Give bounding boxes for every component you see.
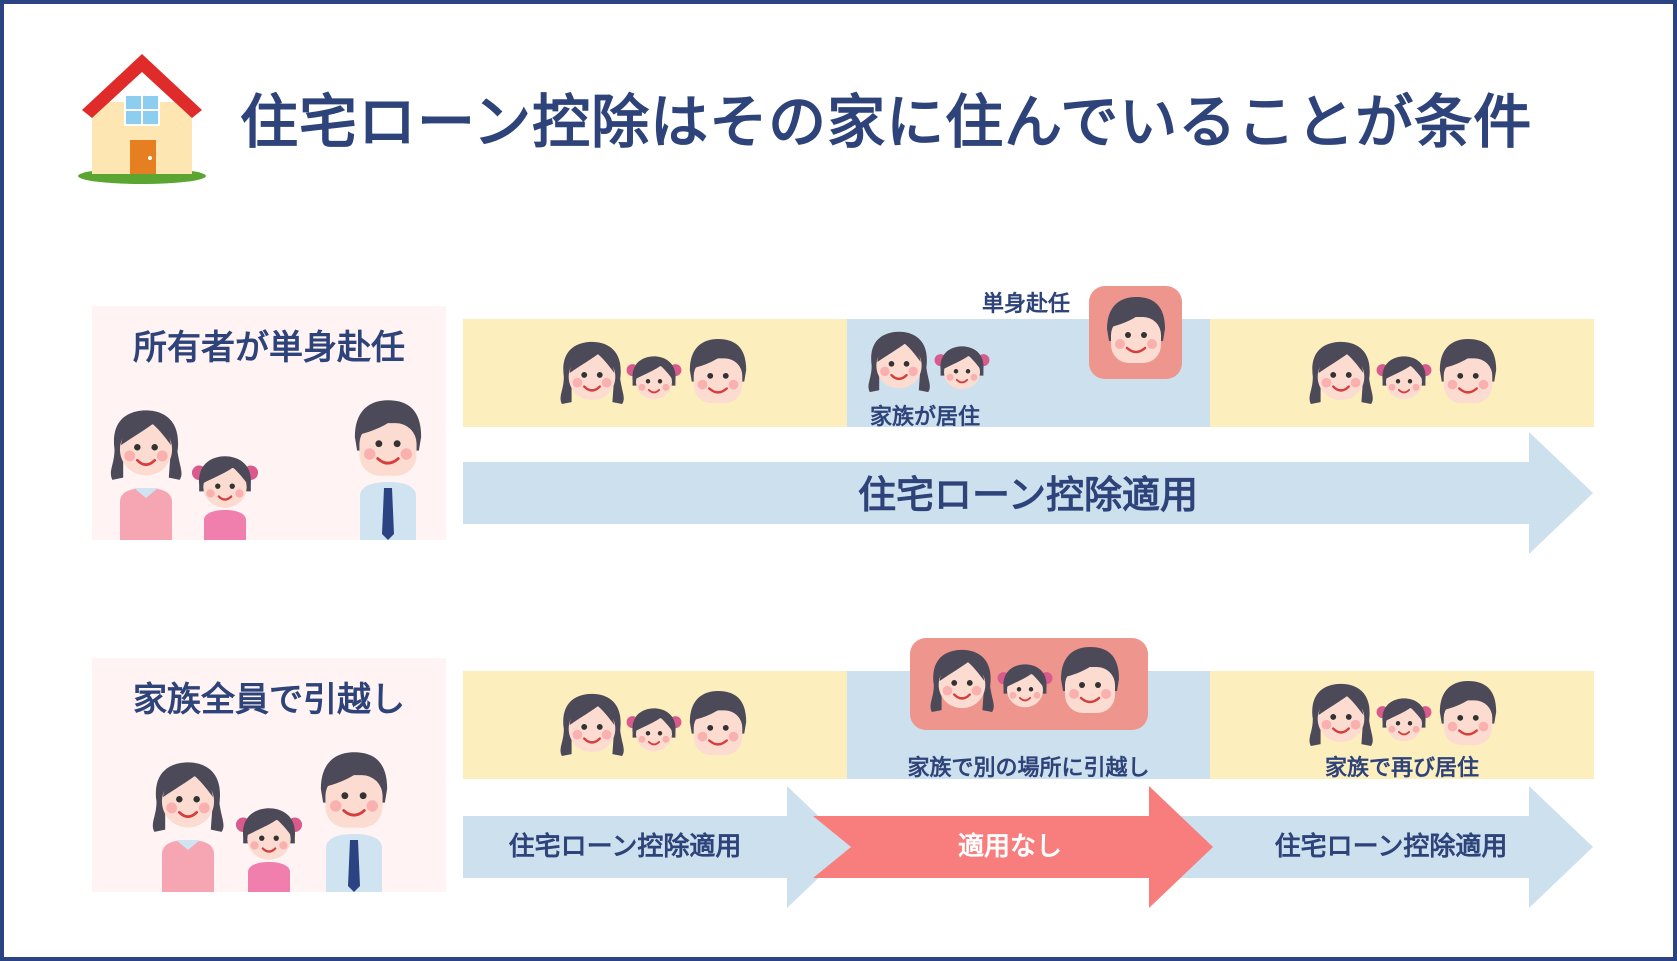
- scenario2-arrows: [463, 786, 1593, 908]
- mother-icon: [559, 692, 625, 758]
- scenario1-badge-caption: 単身赴任: [982, 292, 1071, 317]
- scenario2-right-caption: 家族で再び居住: [1324, 756, 1479, 781]
- scenario1-card: 所有者が単身赴任: [92, 306, 446, 540]
- father-icon: [1059, 645, 1121, 715]
- scenario2-arrow1-label: 住宅ローン控除適用: [508, 832, 742, 862]
- mother-icon: [559, 340, 625, 406]
- mother-icon: [151, 760, 225, 892]
- father-icon: [1438, 679, 1498, 747]
- daughter-icon: [933, 345, 991, 391]
- father-icon: [353, 398, 423, 540]
- mother-icon: [109, 408, 183, 540]
- daughter-icon: [1375, 697, 1433, 743]
- father-icon: [1105, 295, 1167, 365]
- daughter-icon: [1375, 355, 1433, 401]
- scenario2-arrow2-label: 適用なし: [957, 832, 1062, 862]
- house-icon: [78, 54, 206, 184]
- father-icon: [1438, 337, 1498, 405]
- mother-icon: [1308, 340, 1374, 406]
- scenario2-arrow3-label: 住宅ローン控除適用: [1274, 832, 1508, 862]
- page-title: 住宅ローン控除はその家に住んでいることが条件: [240, 88, 1533, 156]
- mother-icon: [867, 330, 932, 394]
- scenario2-middle-caption: 家族で別の場所に引越し: [907, 756, 1150, 781]
- father-icon: [688, 337, 748, 405]
- daughter-icon: [996, 663, 1054, 709]
- daughter-icon: [625, 355, 683, 401]
- scenario1-middle-caption: 家族が居住: [870, 405, 981, 430]
- mother-icon: [929, 648, 995, 714]
- father-icon: [319, 750, 389, 892]
- daughter-icon: [625, 707, 683, 753]
- scenario1-label: 所有者が単身赴任: [133, 328, 405, 368]
- daughter-icon: [234, 807, 304, 892]
- scenario1-arrow: [463, 432, 1593, 554]
- scenario1-arrow-label: 住宅ローン控除適用: [857, 473, 1199, 517]
- scenario2-card: 家族全員で引越し: [92, 658, 446, 892]
- scenario2-label: 家族全員で引越し: [133, 680, 405, 720]
- mother-icon: [1308, 682, 1374, 748]
- daughter-icon: [190, 455, 260, 540]
- father-icon: [688, 689, 748, 757]
